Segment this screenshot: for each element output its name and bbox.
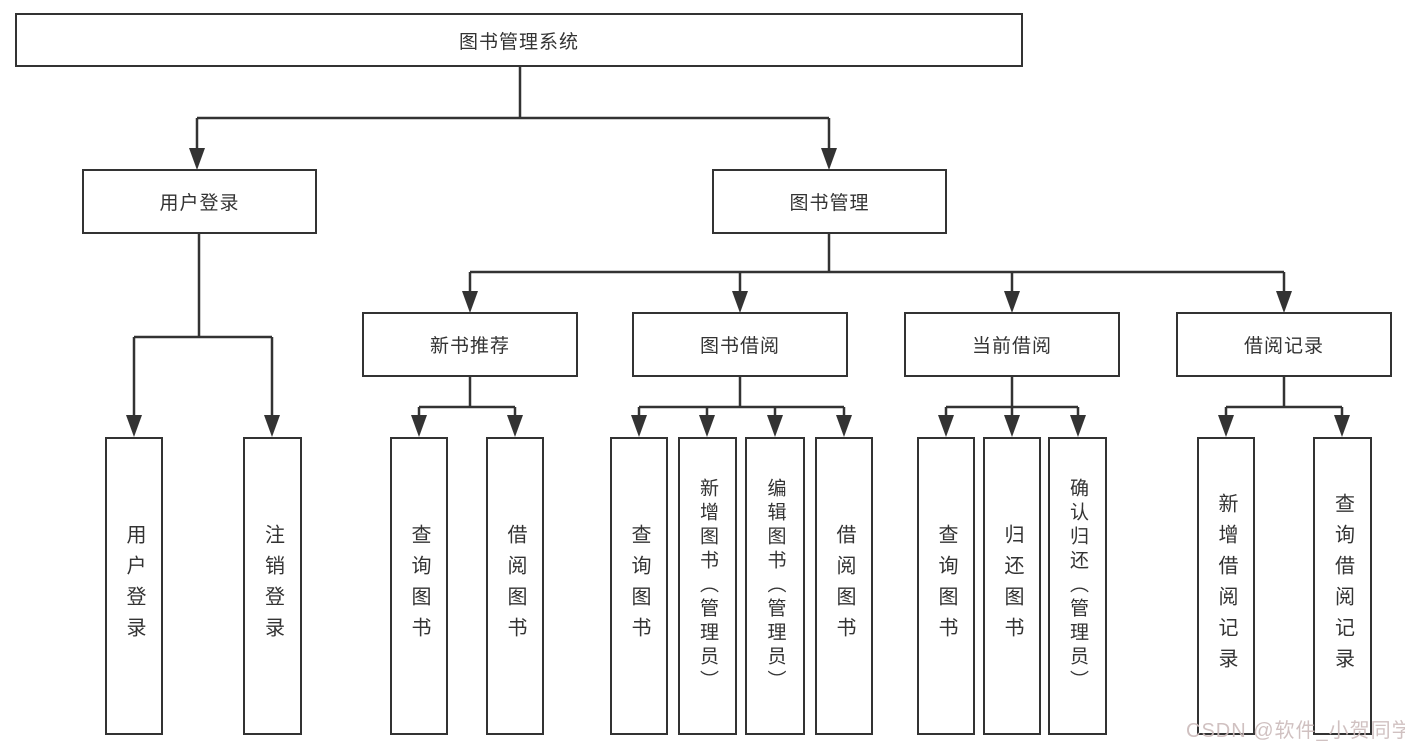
leaf-edit-books-admin-label: 编辑图书（管理员） xyxy=(764,478,786,694)
node-user-login-label: 用户登录 xyxy=(159,193,240,214)
node-root-system-label: 图书管理系统 xyxy=(458,31,579,53)
leaf-query-books-1-label: 查询图书 xyxy=(408,524,430,648)
node-book-management: 图书管理 xyxy=(712,169,947,234)
leaf-edit-books-admin: 编辑图书（管理员） xyxy=(745,437,805,735)
leaf-query-books-2-label: 查询图书 xyxy=(628,524,650,648)
node-new-book-recommend: 新书推荐 xyxy=(362,312,578,377)
leaf-borrow-books-1-label: 借阅图书 xyxy=(504,524,526,648)
leaf-user-login: 用户登录 xyxy=(105,437,163,735)
node-current-borrowing-label: 当前借阅 xyxy=(971,336,1052,357)
leaf-add-books-admin: 新增图书（管理员） xyxy=(678,437,737,735)
leaf-borrow-books-2-label: 借阅图书 xyxy=(833,524,855,648)
csdn-watermark: CSDN @软件_小贺同学 xyxy=(1186,720,1405,742)
leaf-return-books-label: 归还图书 xyxy=(1001,524,1023,648)
leaf-query-books-1: 查询图书 xyxy=(390,437,448,735)
node-borrow-records: 借阅记录 xyxy=(1176,312,1392,377)
leaf-query-borrow-record: 查询借阅记录 xyxy=(1313,437,1372,735)
node-user-login: 用户登录 xyxy=(82,169,317,234)
leaf-query-books-3: 查询图书 xyxy=(917,437,975,735)
node-root-system: 图书管理系统 xyxy=(15,13,1023,67)
node-book-management-label: 图书管理 xyxy=(789,193,870,214)
leaf-add-borrow-record-label: 新增借阅记录 xyxy=(1215,493,1237,679)
node-borrow-records-label: 借阅记录 xyxy=(1243,336,1324,357)
arrowheads xyxy=(126,148,1350,437)
leaf-query-books-3-label: 查询图书 xyxy=(935,524,957,648)
leaf-add-borrow-record: 新增借阅记录 xyxy=(1197,437,1255,735)
node-current-borrowing: 当前借阅 xyxy=(904,312,1120,377)
leaf-borrow-books-2: 借阅图书 xyxy=(815,437,873,735)
leaf-user-login-label: 用户登录 xyxy=(123,524,145,648)
leaf-confirm-return-admin: 确认归还（管理员） xyxy=(1048,437,1107,735)
leaf-borrow-books-1: 借阅图书 xyxy=(486,437,544,735)
node-book-borrowing: 图书借阅 xyxy=(632,312,848,377)
leaf-logout-label: 注销登录 xyxy=(261,524,284,648)
node-book-borrowing-label: 图书借阅 xyxy=(699,336,780,357)
leaf-return-books: 归还图书 xyxy=(983,437,1041,735)
node-new-book-recommend-label: 新书推荐 xyxy=(429,336,510,357)
leaf-logout: 注销登录 xyxy=(243,437,302,735)
leaf-query-borrow-record-label: 查询借阅记录 xyxy=(1331,493,1354,679)
leaf-query-books-2: 查询图书 xyxy=(610,437,668,735)
leaf-add-books-admin-label: 新增图书（管理员） xyxy=(697,478,718,694)
leaf-confirm-return-admin-label: 确认归还（管理员） xyxy=(1067,478,1088,694)
